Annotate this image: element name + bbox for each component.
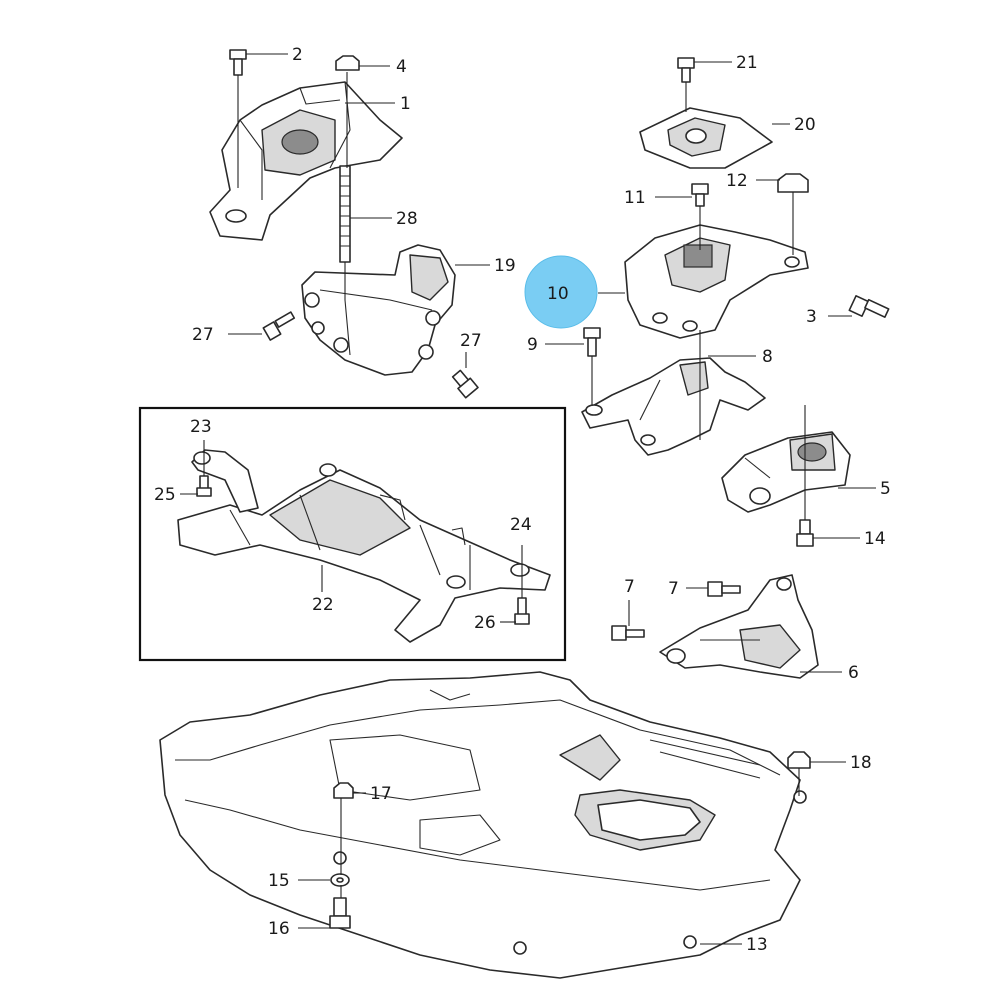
callout-20: 20 xyxy=(794,115,816,135)
bolt-14 xyxy=(796,519,814,547)
engine-mount-bracket xyxy=(209,81,403,241)
bolt-11 xyxy=(691,183,709,207)
mount-plate-20 xyxy=(639,107,773,169)
callout-leaders xyxy=(180,53,876,945)
callout-4: 4 xyxy=(396,57,407,77)
callout-16: 16 xyxy=(268,919,290,939)
callout-27-left: 27 xyxy=(192,325,214,345)
nut-12 xyxy=(777,173,809,193)
mount-bracket-19 xyxy=(301,244,456,376)
engine-mount-5 xyxy=(721,431,851,513)
bolt-16 xyxy=(329,897,351,929)
callout-8: 8 xyxy=(762,347,773,367)
callout-17: 17 xyxy=(370,784,392,804)
stud-28 xyxy=(339,165,351,263)
bolt-7-upper xyxy=(707,581,741,597)
callout-2: 2 xyxy=(292,45,303,65)
subframe-22 xyxy=(177,449,551,643)
bolt-25 xyxy=(196,475,212,497)
bolt-9 xyxy=(583,327,601,357)
callout-7-right: 7 xyxy=(668,579,679,599)
callout-19: 19 xyxy=(494,256,516,276)
washer-15 xyxy=(330,873,350,887)
callout-24: 24 xyxy=(510,515,532,535)
callout-11: 11 xyxy=(624,188,646,208)
assembly-lines xyxy=(203,72,806,898)
callout-18: 18 xyxy=(850,753,872,773)
bolt-21 xyxy=(677,57,695,83)
callout-5: 5 xyxy=(880,479,891,499)
bolt-27-left xyxy=(262,311,296,341)
bolt-7-lower xyxy=(611,625,645,641)
callout-labels: 2 4 1 28 19 27 27 21 20 11 12 10 3 9 8 5… xyxy=(154,45,891,955)
callout-10-highlight xyxy=(524,255,598,329)
clip-17 xyxy=(333,782,354,799)
gearbox-mount-10 xyxy=(624,224,809,339)
callout-23: 23 xyxy=(190,417,212,437)
nut-4 xyxy=(335,55,360,71)
subframe-inset-frame xyxy=(138,406,567,662)
bolt-2 xyxy=(229,49,247,76)
callout-28: 28 xyxy=(396,209,418,229)
callout-26: 26 xyxy=(474,613,496,633)
stud-3 xyxy=(848,294,890,318)
callout-6: 6 xyxy=(848,663,859,683)
callout-13: 13 xyxy=(746,935,768,955)
callout-12: 12 xyxy=(726,171,748,191)
nut-18 xyxy=(787,751,811,769)
callout-22: 22 xyxy=(312,595,334,615)
bolt-27-right xyxy=(451,369,479,399)
lower-bracket-8 xyxy=(581,357,766,456)
callout-7-left: 7 xyxy=(624,577,635,597)
bolt-26 xyxy=(514,597,530,625)
rear-mount-bracket-6 xyxy=(659,574,819,679)
callout-14: 14 xyxy=(864,529,886,549)
splash-shield-13 xyxy=(159,671,807,979)
callout-15: 15 xyxy=(268,871,290,891)
callout-1: 1 xyxy=(400,94,411,114)
callout-3: 3 xyxy=(806,307,817,327)
callout-25: 25 xyxy=(154,485,176,505)
callout-27-right: 27 xyxy=(460,331,482,351)
callout-9: 9 xyxy=(527,335,538,355)
callout-21: 21 xyxy=(736,53,758,73)
callout-10: 10 xyxy=(547,284,569,304)
